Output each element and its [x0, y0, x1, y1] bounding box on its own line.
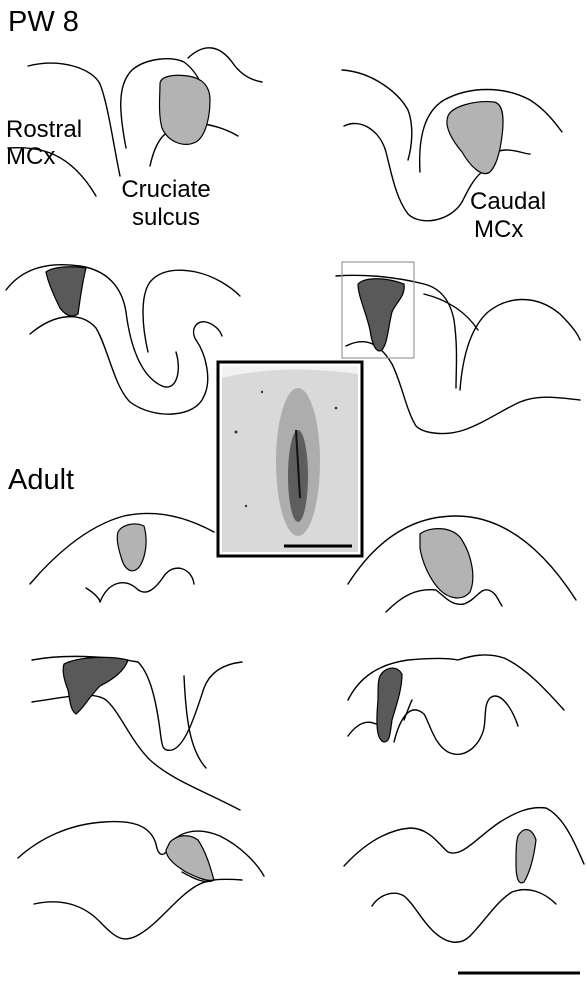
- cortex-outline: [100, 568, 194, 602]
- cortex-outline: [30, 317, 208, 414]
- caudal-mcx-label: Caudal MCx: [470, 188, 546, 244]
- rostral-mcx-label-line2: MCx: [6, 143, 82, 170]
- labelled-region-dark: [377, 668, 402, 742]
- cortex-outline: [34, 879, 242, 939]
- labelled-region-dark: [46, 267, 86, 316]
- caudal-mcx-label-line1: Caudal: [470, 188, 546, 216]
- inset-speck: [245, 505, 247, 507]
- cortex-outline: [346, 342, 580, 434]
- pw8-section-rostral-2: [6, 265, 240, 415]
- cortex-outline: [204, 124, 238, 136]
- adult-section-caudal-2: [348, 655, 564, 754]
- inset-speck: [335, 407, 338, 410]
- cortex-outline: [18, 822, 264, 876]
- cruciate-sulcus-label-line1: Cruciate: [106, 176, 226, 204]
- sulcus-outline: [143, 270, 240, 352]
- inset-speck: [235, 431, 238, 434]
- cortex-outline: [342, 70, 412, 160]
- labelled-region-light: [160, 75, 211, 144]
- rostral-mcx-label-line1: Rostral: [6, 116, 82, 143]
- labelled-region-light: [166, 836, 214, 881]
- labelled-region-dark: [63, 657, 128, 714]
- labelled-region-light: [447, 102, 503, 174]
- inset-speck: [261, 391, 263, 393]
- cruciate-sulcus-label-line2: sulcus: [106, 204, 226, 232]
- labelled-region-light: [420, 529, 473, 598]
- sulcus-outline: [424, 294, 478, 330]
- adult-heading: Adult: [8, 466, 74, 495]
- pw8-section-caudal-2: [336, 262, 580, 433]
- cortex-outline: [348, 722, 376, 736]
- cortex-outline: [372, 890, 556, 943]
- sulcus-outline: [394, 696, 518, 754]
- adult-section-rostral-2: [32, 656, 242, 810]
- cortex-outline: [344, 808, 584, 866]
- cortex-outline: [6, 265, 178, 387]
- sulcus-outline: [194, 322, 222, 340]
- adult-section-rostral-1: [30, 513, 214, 602]
- pw8-heading: PW 8: [8, 8, 79, 37]
- sulcus-outline: [86, 588, 100, 602]
- cruciate-sulcus-label: Cruciate sulcus: [106, 176, 226, 232]
- adult-section-caudal-1: [348, 516, 576, 612]
- labelled-region-dark: [358, 279, 404, 351]
- cortex-outline: [188, 48, 262, 82]
- sulcus-outline: [460, 300, 580, 391]
- caudal-mcx-label-line2: MCx: [470, 216, 546, 244]
- labelled-region-light: [516, 830, 536, 883]
- sulcus-outline: [404, 700, 412, 720]
- cortex-outline: [32, 695, 240, 810]
- labelled-region-light: [117, 524, 146, 571]
- adult-section-rostral-3: [18, 822, 264, 939]
- adult-section-caudal-3: [344, 808, 584, 943]
- rostral-mcx-label: Rostral MCx: [6, 116, 82, 170]
- photomicrograph-inset: [218, 362, 362, 556]
